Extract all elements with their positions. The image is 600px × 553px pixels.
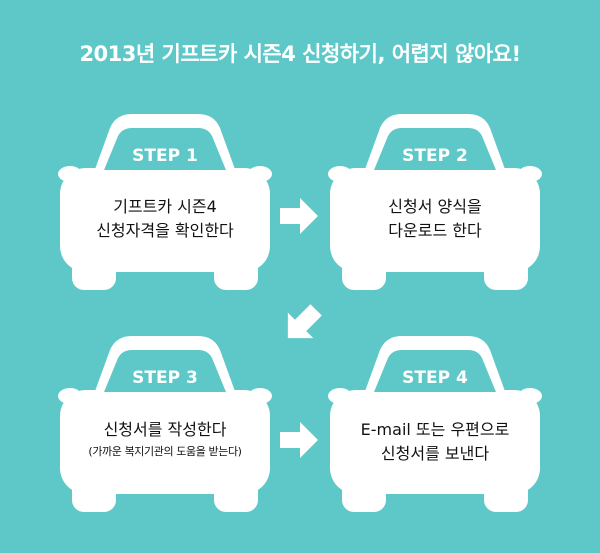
step-3-note: (가까운 복지기관의 도움을 받는다) bbox=[88, 445, 242, 458]
step-1-line-2: 신청자격을 확인한다 bbox=[96, 221, 234, 240]
step-3-line-1: 신청서를 작성한다 bbox=[103, 420, 227, 439]
step-3-label: STEP 3 bbox=[132, 368, 198, 388]
step-1-text: 기프트카 시즌4 신청자격을 확인한다 bbox=[65, 195, 265, 243]
step-2-line-2: 다운로드 한다 bbox=[388, 221, 482, 240]
step-4-label: STEP 4 bbox=[402, 368, 468, 388]
step-4-line-2: 신청서를 보낸다 bbox=[380, 444, 490, 463]
step-2-line-1: 신청서 양식을 bbox=[388, 197, 482, 216]
page-title: 2013년 기프트카 시즌4 신청하기, 어렵지 않아요! bbox=[79, 42, 521, 66]
step-3-text: 신청서를 작성한다 (가까운 복지기관의 도움을 받는다) bbox=[65, 418, 265, 462]
step-1-label: STEP 1 bbox=[132, 146, 198, 166]
arrow-right-icon bbox=[280, 198, 318, 234]
step-4-text: E-mail 또는 우편으로 신청서를 보낸다 bbox=[335, 418, 535, 466]
step-2-text: 신청서 양식을 다운로드 한다 bbox=[335, 195, 535, 243]
step-1-line-1: 기프트카 시즌4 bbox=[113, 197, 217, 216]
arrow-down-left-icon bbox=[287, 304, 322, 339]
arrow-right-icon bbox=[280, 422, 318, 458]
step-2-label: STEP 2 bbox=[402, 146, 468, 166]
step-4-line-1: E-mail 또는 우편으로 bbox=[360, 420, 510, 439]
